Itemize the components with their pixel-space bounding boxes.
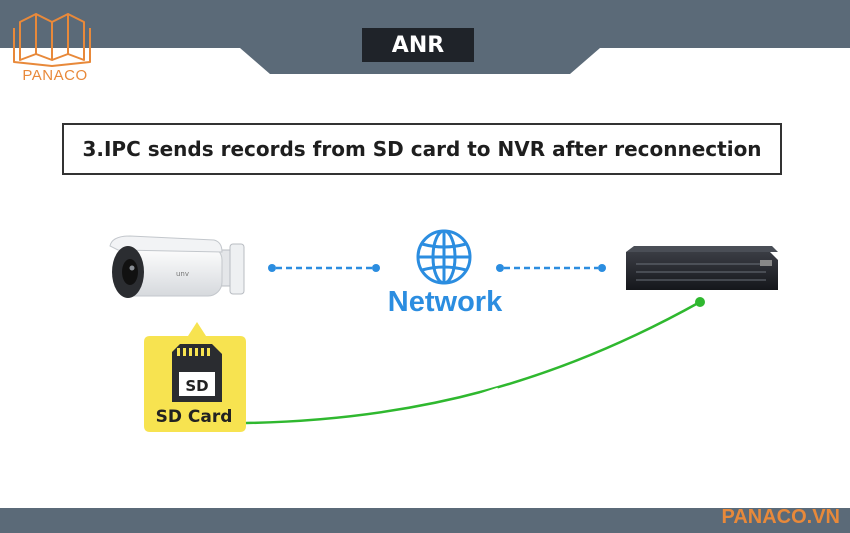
sd-to-nvr-transfer-link (245, 297, 705, 425)
anr-badge: ANR (391, 32, 445, 58)
network-label: Network (387, 285, 503, 318)
sd-card-label: SD Card (155, 407, 233, 427)
globe-icon (416, 229, 472, 285)
ip-camera-icon: unv (109, 235, 245, 298)
sd-chip-text: SD (185, 377, 208, 395)
sd-card-icon (172, 344, 222, 402)
nvr-network-link (496, 264, 606, 272)
brand-site: PANACO.VN (721, 505, 840, 528)
step-title: 3.IPC sends records from SD card to NVR … (62, 123, 782, 175)
panaco-logo-icon (13, 13, 91, 67)
anr-tab (362, 28, 474, 62)
nvr-recorder-icon (626, 246, 778, 290)
camera-network-link (268, 264, 380, 272)
svg-text:unv: unv (176, 270, 189, 278)
brand-name: PANACO (22, 66, 88, 84)
